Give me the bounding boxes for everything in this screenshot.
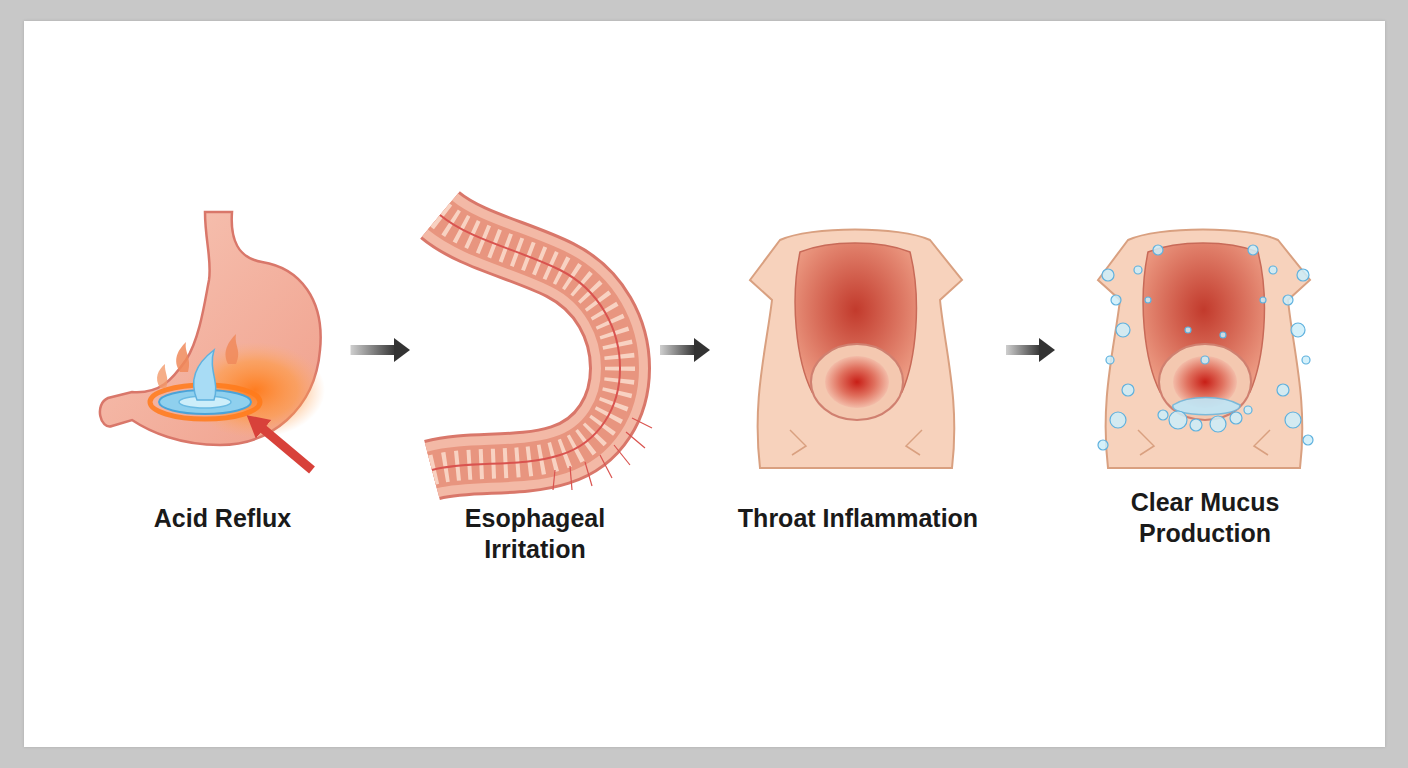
mucus-bubble <box>1260 297 1266 303</box>
mucus-throat-figure <box>1098 230 1313 469</box>
flow-arrow <box>660 345 694 355</box>
mucus-bubble <box>1303 435 1313 445</box>
mucus-bubble <box>1283 295 1293 305</box>
mucus-bubble <box>1244 406 1252 414</box>
mucus-bubble <box>1210 416 1226 432</box>
mucus-bubble <box>1169 411 1187 429</box>
step-label: Throat Inflammation <box>718 503 998 534</box>
mucus-bubble <box>1201 356 1209 364</box>
mucus-bubble <box>1285 412 1301 428</box>
mucus-bubble <box>1098 440 1108 450</box>
mucus-bubble <box>1220 332 1226 338</box>
mucus-bubble <box>1102 269 1114 281</box>
mucus-bubble <box>1248 245 1258 255</box>
mucus-bubble <box>1116 323 1130 337</box>
flow-arrow <box>1006 345 1039 355</box>
mucus-bubble <box>1269 266 1277 274</box>
mucus-bubble <box>1110 412 1126 428</box>
mucus-bubble <box>1153 245 1163 255</box>
mucus-bubble <box>1297 269 1309 281</box>
mucus-bubble <box>1106 356 1114 364</box>
process-step: Clear Mucus Production <box>1055 205 1355 570</box>
esophagus-figure <box>432 215 652 490</box>
mucus-bubble <box>1158 410 1168 420</box>
mucus-bubble <box>1277 384 1289 396</box>
process-step: Throat Inflammation <box>710 205 1006 570</box>
mucus-bubble <box>1190 419 1202 431</box>
step-label: Clear Mucus Production <box>1103 487 1308 549</box>
mucus-bubble <box>1122 384 1134 396</box>
mucus-bubble <box>1111 295 1121 305</box>
flow-arrow <box>351 345 395 355</box>
step-label: Esophageal Irritation <box>448 503 623 565</box>
mucus-bubble <box>1230 412 1242 424</box>
step-label: Acid Reflux <box>103 503 343 534</box>
mucus-bubble <box>1134 266 1142 274</box>
process-step: Acid Reflux <box>95 205 351 570</box>
stomach-figure <box>100 212 325 470</box>
mucus-bubble <box>1291 323 1305 337</box>
process-step: Esophageal Irritation <box>410 205 660 573</box>
mucus-bubble <box>1145 297 1151 303</box>
throat-figure <box>750 230 962 469</box>
mucus-bubble <box>1185 327 1191 333</box>
mucus-bubble <box>1302 356 1310 364</box>
